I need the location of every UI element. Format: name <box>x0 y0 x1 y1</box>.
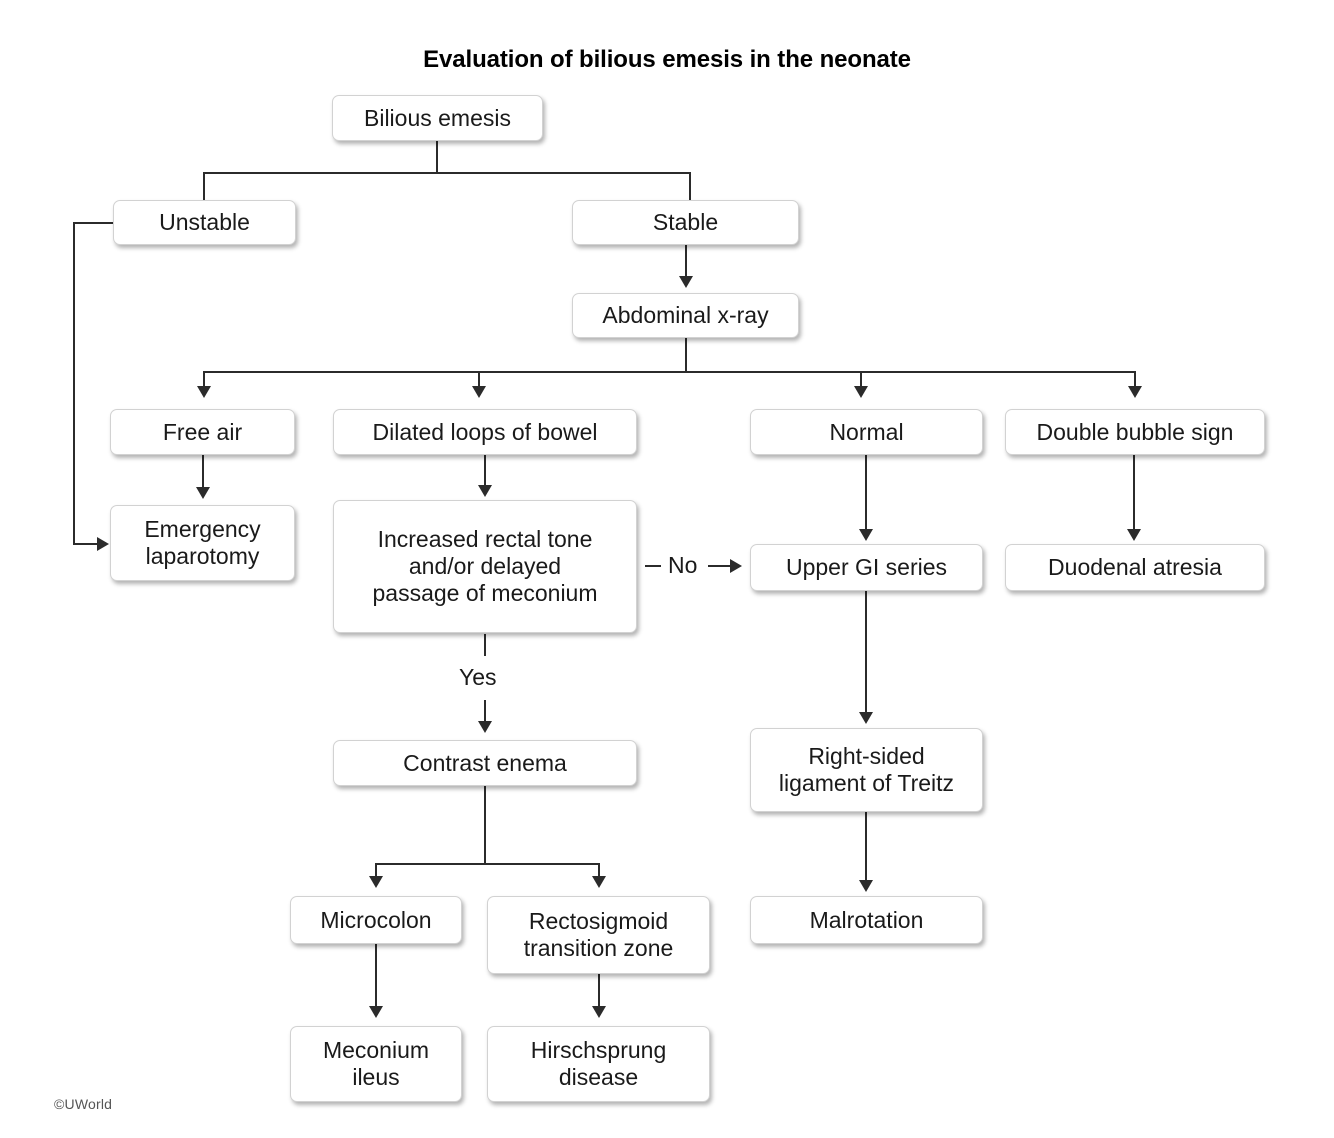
chart-title: Evaluation of bilious emesis in the neon… <box>423 46 911 73</box>
arrowhead-bus-to-microcolon <box>369 876 383 888</box>
edge-unstable-to-laparotomy <box>73 543 98 545</box>
arrowhead-rectosigmoid-to-hirschsprung <box>592 1006 606 1018</box>
node-abdominal-xray[interactable]: Abdominal x-ray <box>572 293 799 338</box>
edge-bilious-bus <box>203 172 691 174</box>
node-meconium-ileus[interactable]: Meconium ileus <box>290 1026 462 1102</box>
node-hirschsprung-disease[interactable]: Hirschsprung disease <box>487 1026 710 1102</box>
edge-yes-stub <box>484 634 486 656</box>
edge-bus-to-normal <box>860 371 862 389</box>
node-stable[interactable]: Stable <box>572 200 799 245</box>
edge-doublebubble-to-duodenal <box>1133 455 1135 533</box>
node-malrotation[interactable]: Malrotation <box>750 896 983 944</box>
edge-bus-to-stable <box>689 172 691 202</box>
edge-dilated-to-rectaltone <box>484 455 486 489</box>
edge-treitz-to-malrotation <box>865 812 867 884</box>
edge-bus-to-freeair <box>203 371 205 389</box>
node-upper-gi-series[interactable]: Upper GI series <box>750 544 983 591</box>
node-dilated-loops[interactable]: Dilated loops of bowel <box>333 409 637 455</box>
node-double-bubble[interactable]: Double bubble sign <box>1005 409 1265 455</box>
edge-bus-to-rectosigmoid <box>598 863 600 879</box>
edge-normal-to-uppergi <box>865 455 867 533</box>
edge-unstable-down <box>73 222 75 544</box>
node-rectosigmoid-transition[interactable]: Rectosigmoid transition zone <box>487 896 710 974</box>
edge-bus-to-microcolon <box>375 863 377 879</box>
node-free-air[interactable]: Free air <box>110 409 295 455</box>
arrowhead-bus-to-doublebubble <box>1128 386 1142 398</box>
arrowhead-freeair-to-laparotomy <box>196 487 210 499</box>
edge-freeair-to-laparotomy <box>202 455 204 491</box>
copyright-watermark: ©UWorld <box>54 1096 113 1112</box>
edge-no-dash <box>645 565 661 567</box>
node-microcolon[interactable]: Microcolon <box>290 896 462 944</box>
edge-no-line <box>708 565 731 567</box>
node-bilious-emesis[interactable]: Bilious emesis <box>332 95 543 141</box>
edge-uppergi-to-treitz <box>865 591 867 716</box>
arrowhead-bus-to-freeair <box>197 386 211 398</box>
edge-bus-to-unstable <box>203 172 205 202</box>
node-emergency-laparotomy[interactable]: Emergency laparotomy <box>110 505 295 581</box>
edge-contrast-down <box>484 786 486 864</box>
arrowhead-microcolon-to-meconium <box>369 1006 383 1018</box>
edge-bilious-down <box>436 141 438 173</box>
edge-bus-to-dilated <box>478 371 480 389</box>
edge-label-no: No <box>668 552 698 578</box>
arrowhead-bus-to-dilated <box>472 386 486 398</box>
edge-label-yes: Yes <box>459 664 497 690</box>
node-unstable[interactable]: Unstable <box>113 200 296 245</box>
node-increased-rectal-tone[interactable]: Increased rectal tone and/or delayed pas… <box>333 500 637 633</box>
edge-bus-to-doublebubble <box>1134 371 1136 389</box>
edge-rectosigmoid-to-hirschsprung <box>598 974 600 1010</box>
arrowhead-bus-to-normal <box>854 386 868 398</box>
arrowhead-uppergi-to-treitz <box>859 712 873 724</box>
node-normal[interactable]: Normal <box>750 409 983 455</box>
node-right-sided-treitz[interactable]: Right-sided ligament of Treitz <box>750 728 983 812</box>
arrowhead-treitz-to-malrotation <box>859 880 873 892</box>
edge-yes-to-contrast <box>484 700 486 724</box>
arrowhead-dilated-to-rectaltone <box>478 485 492 497</box>
node-contrast-enema[interactable]: Contrast enema <box>333 740 637 786</box>
arrowhead-normal-to-uppergi <box>859 529 873 541</box>
edge-xray-down <box>685 337 687 372</box>
edge-microcolon-to-meconium <box>375 944 377 1010</box>
arrowhead-yes-to-contrast <box>478 721 492 733</box>
arrowhead-stable-to-xray <box>679 276 693 288</box>
edge-stable-to-xray <box>685 245 687 283</box>
arrowhead-bus-to-rectosigmoid <box>592 876 606 888</box>
edge-xray-bus <box>203 371 1136 373</box>
node-duodenal-atresia[interactable]: Duodenal atresia <box>1005 544 1265 591</box>
arrowhead-doublebubble-to-duodenal <box>1127 529 1141 541</box>
edge-unstable-left <box>73 222 113 224</box>
arrowhead-no-to-uppergi <box>730 559 742 573</box>
arrowhead-unstable-to-laparotomy <box>97 537 109 551</box>
edge-contrast-bus <box>375 863 599 865</box>
